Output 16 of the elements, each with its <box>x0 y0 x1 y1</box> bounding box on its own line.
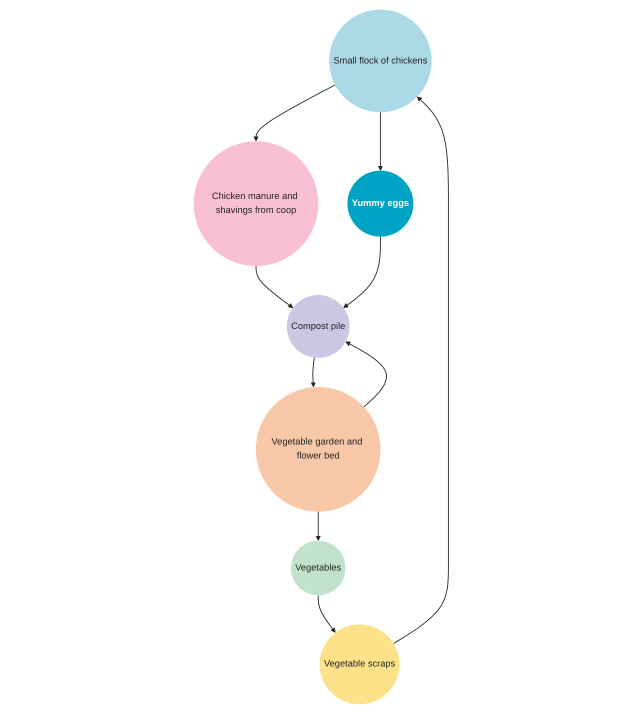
node-circle: Compost pile <box>286 295 350 358</box>
arrow <box>253 84 336 142</box>
arrow <box>378 112 383 171</box>
arrow <box>318 594 336 633</box>
arrow <box>343 236 381 308</box>
arrow <box>393 96 449 644</box>
node-circle: Chicken manure and shavings from coop <box>194 141 318 266</box>
arrow <box>310 357 316 388</box>
arrow <box>256 266 294 308</box>
arrow <box>316 511 321 541</box>
arrow <box>345 342 387 408</box>
node-circle: Vegetables <box>290 540 346 596</box>
node-circle: Vegetable scraps <box>320 624 400 704</box>
node-circle: Vegetable garden and flower bed <box>256 386 381 512</box>
node-circle: Yummy eggs <box>347 170 414 237</box>
node-circle: Small flock of chickens <box>329 10 432 112</box>
